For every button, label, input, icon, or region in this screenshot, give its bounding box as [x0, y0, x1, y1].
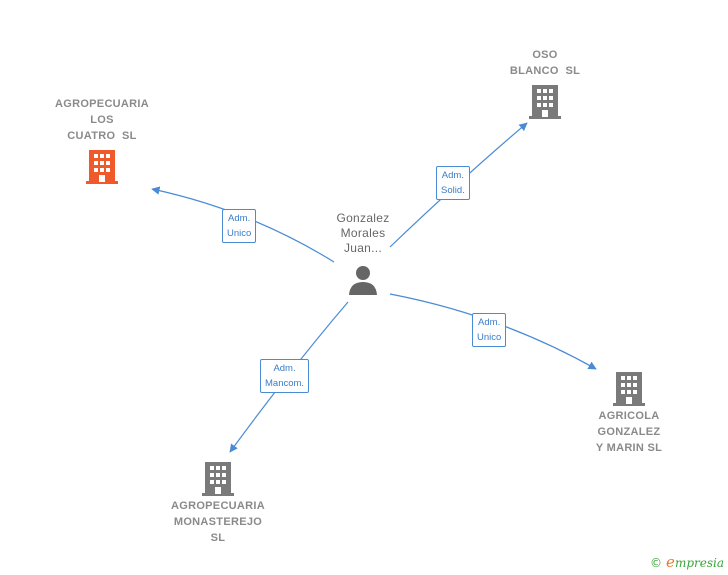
- brand-initial: e: [666, 553, 675, 571]
- company-label: OSO BLANCO SL: [509, 49, 581, 77]
- company-label: AGRICOLA GONZALEZ Y MARIN SL: [595, 410, 663, 454]
- person-name: Gonzalez Morales Juan...: [336, 211, 390, 255]
- edge-label-oso-blanco[interactable]: Adm.Solid.: [436, 166, 470, 200]
- company-label: AGROPECUARIA LOS CUATRO SL: [54, 98, 150, 142]
- building-icon: [86, 150, 118, 184]
- brand-name: mpresia: [674, 556, 724, 570]
- edge-label-agro-monasterejo[interactable]: Adm.Mancom.: [260, 359, 310, 393]
- company-agro-monasterejo[interactable]: AGROPECUARIA MONASTEREJO SL: [158, 460, 278, 546]
- company-label: AGROPECUARIA MONASTEREJO SL: [170, 500, 266, 544]
- person-node[interactable]: Gonzalez Morales Juan...: [315, 211, 411, 296]
- company-oso-blanco[interactable]: OSO BLANCO SL: [495, 47, 595, 119]
- company-agro-cuatro[interactable]: AGROPECUARIA LOS CUATRO SL: [42, 96, 162, 184]
- building-icon: [613, 372, 645, 406]
- building-icon: [529, 85, 561, 119]
- building-icon: [202, 462, 234, 496]
- copyright-icon: ©: [650, 556, 663, 570]
- person-icon: [349, 266, 377, 295]
- company-agricola[interactable]: AGRICOLA GONZALEZ Y MARIN SL: [574, 370, 684, 456]
- edge-label-agro-cuatro[interactable]: Adm.Unico: [222, 209, 257, 243]
- edge-label-agricola[interactable]: Adm.Unico: [472, 313, 507, 347]
- brand-footer[interactable]: ©empresia: [650, 553, 724, 571]
